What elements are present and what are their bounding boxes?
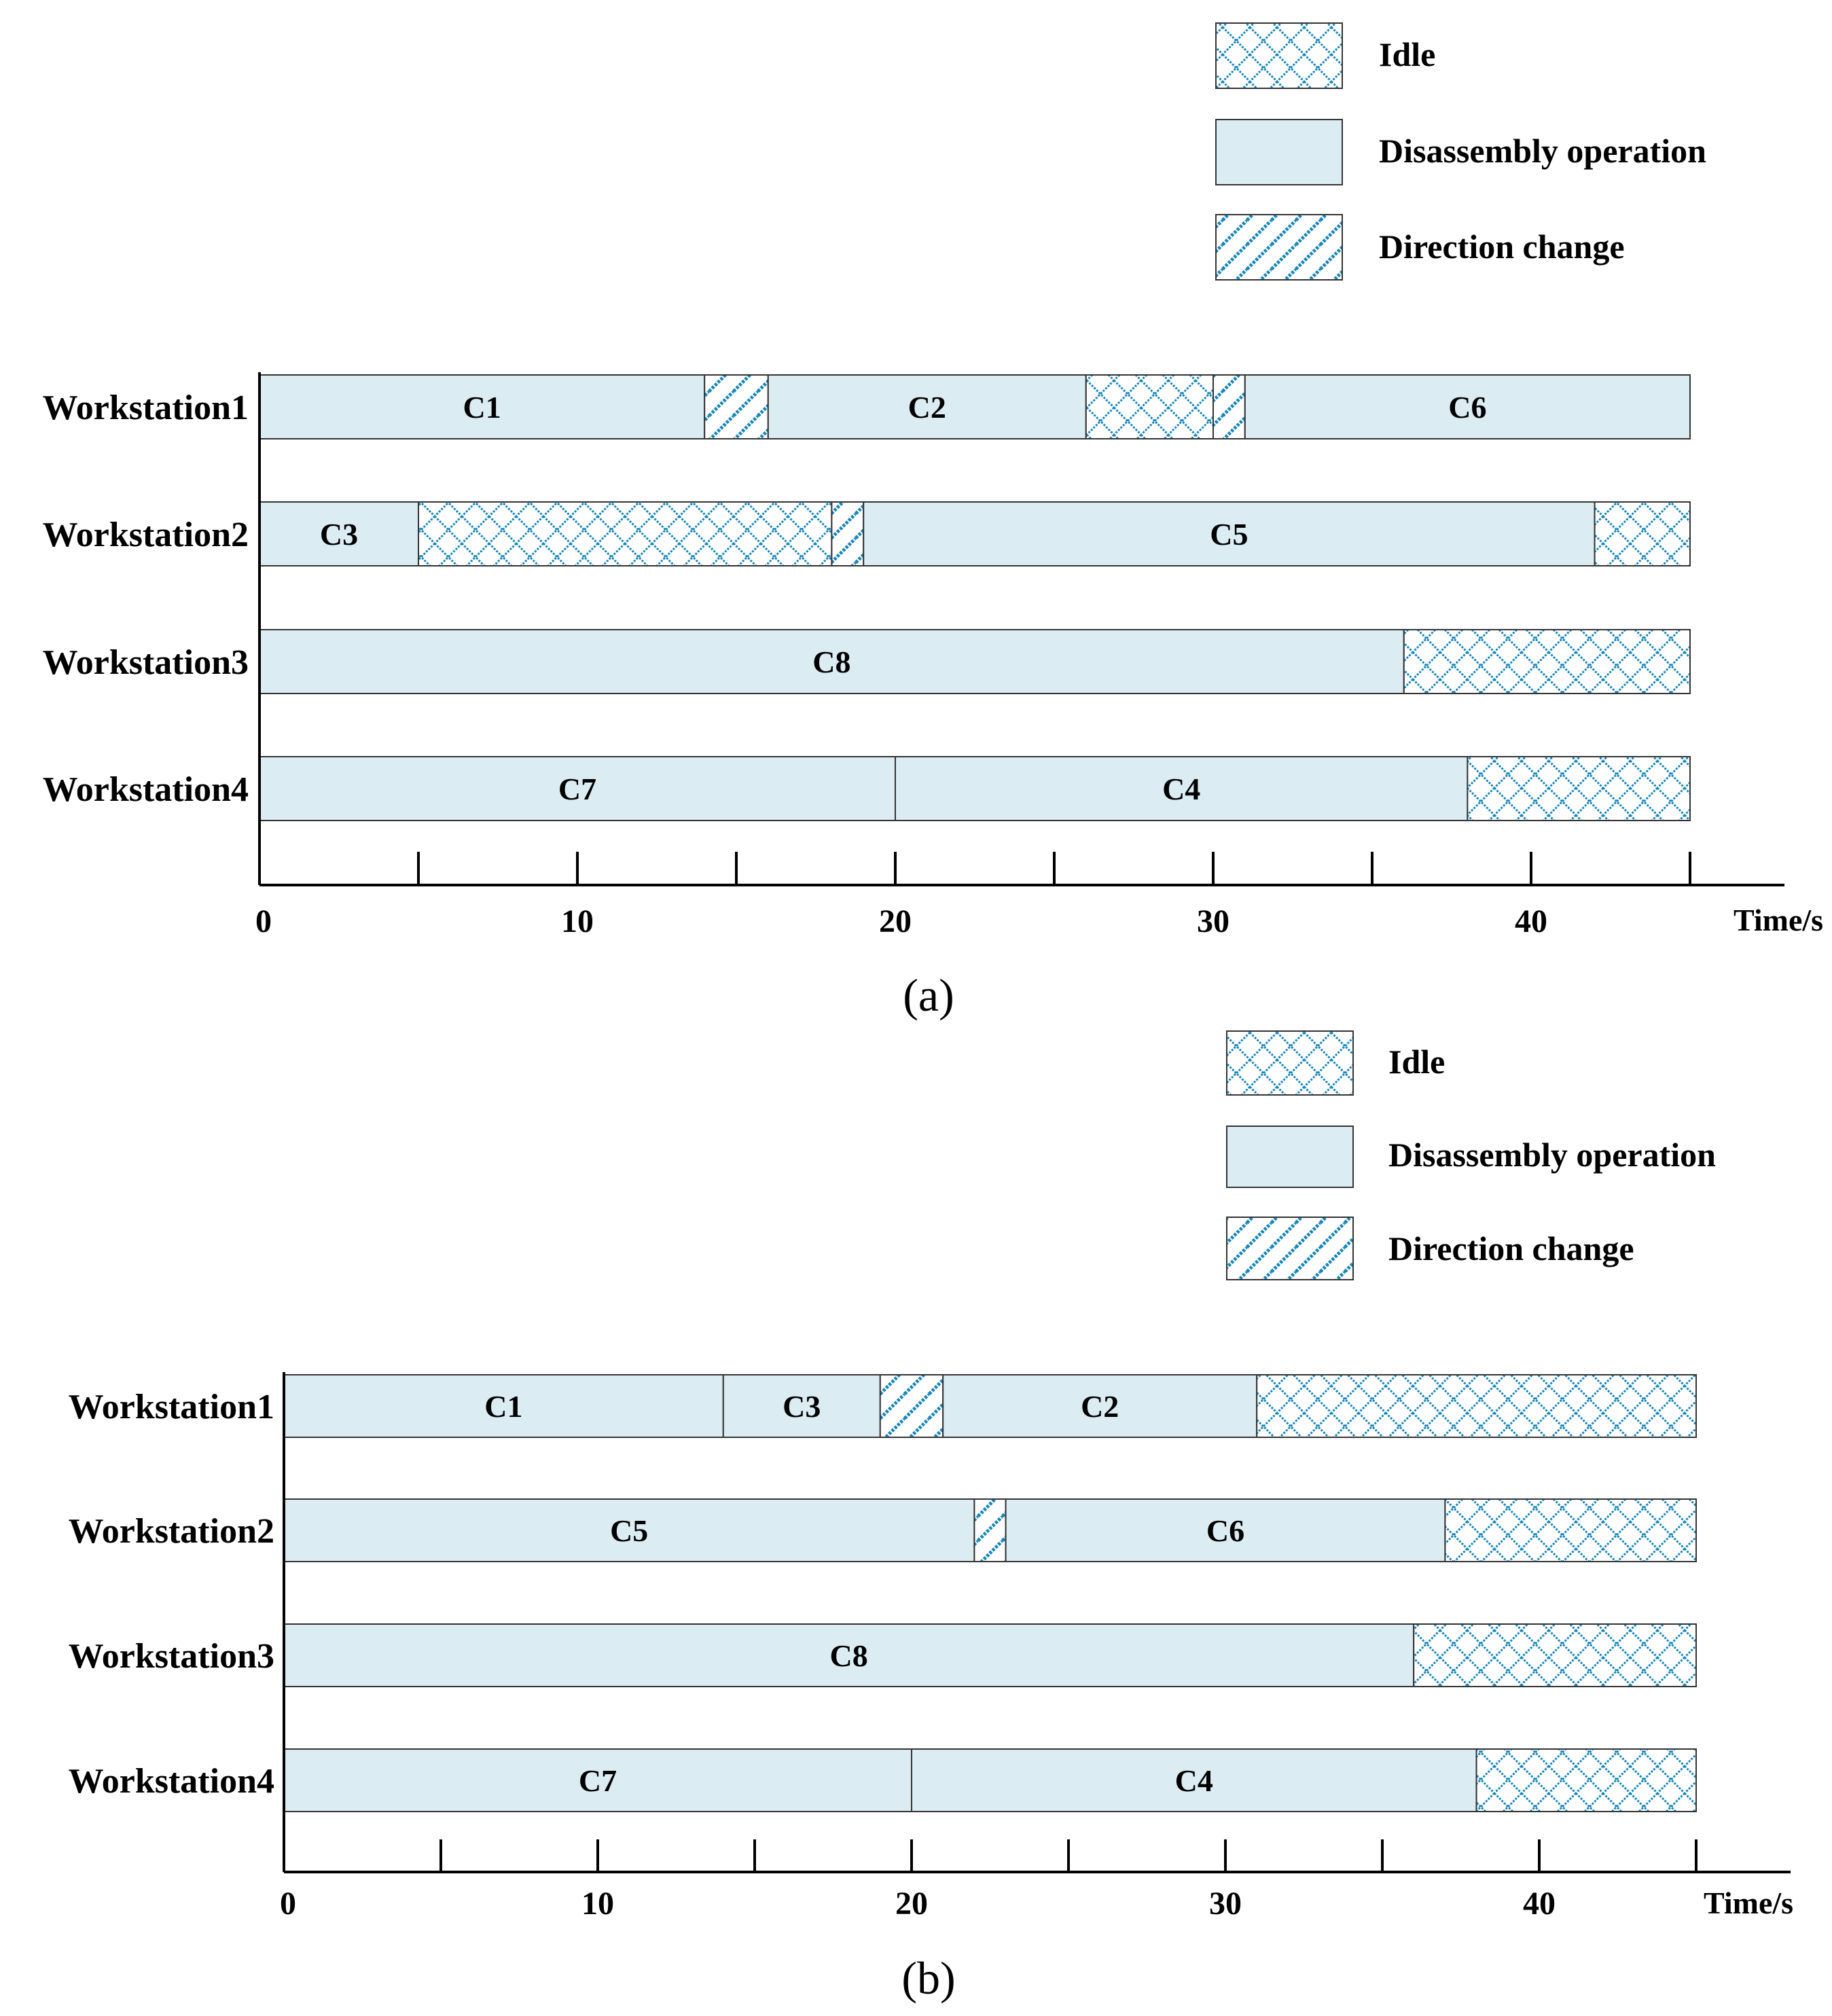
x-tick-label: 20 (895, 1886, 928, 1922)
x-axis-b: 0 10 20 30 40 (280, 1372, 1791, 1922)
legend-b: Idle Disassembly operation Direction cha… (1226, 1030, 1716, 1280)
gantt-row: Workstation1 C1 C3 C2 (69, 1374, 1697, 1438)
x-axis-label-b: Time/s (1704, 1886, 1793, 1920)
gantt-row: Workstation3 C8 (69, 1623, 1697, 1687)
direction-segment (1213, 374, 1246, 439)
x-tick-label: 0 (280, 1886, 296, 1922)
x-tick-label: 10 (581, 1886, 614, 1922)
idle-segment (1475, 1748, 1698, 1812)
operation-segment (259, 374, 706, 439)
gantt-row: Workstation4 C7 C4 (43, 756, 1691, 821)
row-label: Workstation3 (43, 643, 249, 682)
x-tick-label: 40 (1523, 1886, 1556, 1922)
segment-label: C5 (1210, 517, 1248, 552)
gantt-row: Workstation2 C5 C6 (69, 1498, 1697, 1562)
legend-direction-swatch (1226, 1217, 1354, 1280)
legend-operation-swatch (1215, 119, 1343, 185)
segment-label: C4 (1162, 772, 1200, 806)
x-tick-label: 30 (1209, 1886, 1242, 1922)
operation-segment (767, 374, 1087, 439)
operation-segment (863, 501, 1596, 566)
legend-idle-swatch (1226, 1030, 1354, 1096)
direction-segment (831, 501, 865, 566)
direction-segment (879, 1374, 944, 1438)
segment-label: C7 (579, 1763, 617, 1798)
legend-idle-label: Idle (1388, 1043, 1445, 1081)
row-label: Workstation2 (69, 1512, 274, 1551)
segment-label: C2 (908, 390, 946, 425)
caption-b: (b) (901, 1952, 955, 2004)
panel-b: Idle Disassembly operation Direction cha… (69, 1030, 1793, 2004)
operation-segment (259, 501, 419, 566)
legend-operation-label: Disassembly operation (1379, 132, 1706, 170)
operation-segment (283, 1623, 1415, 1687)
row-label: Workstation1 (69, 1388, 274, 1426)
operation-segment (1005, 1498, 1446, 1562)
legend-operation-swatch (1226, 1126, 1354, 1188)
idle-segment (1467, 756, 1691, 821)
gantt-row: Workstation1 C1 C2 C6 (43, 374, 1691, 439)
segment-label: C3 (783, 1389, 821, 1424)
operation-segment (283, 1748, 912, 1812)
segment-label: C1 (463, 390, 501, 425)
idle-segment (1085, 374, 1215, 439)
legend-a: Idle Disassembly operation Direction cha… (1215, 22, 1706, 281)
x-tick-label: 0 (255, 903, 272, 939)
segment-label: C3 (320, 517, 358, 552)
idle-segment (418, 501, 833, 566)
operation-segment (911, 1748, 1477, 1812)
legend-idle-label: Idle (1379, 35, 1435, 73)
legend-direction-label: Direction change (1388, 1229, 1634, 1267)
x-axis-label-a: Time/s (1734, 903, 1823, 937)
legend-idle-swatch (1215, 22, 1343, 89)
idle-segment (1413, 1623, 1697, 1687)
idle-segment (1594, 501, 1691, 566)
operation-segment (259, 756, 896, 821)
legend-direction-swatch (1215, 214, 1343, 281)
row-label: Workstation3 (69, 1637, 274, 1676)
gantt-row: Workstation3 C8 (43, 629, 1691, 694)
row-label: Workstation4 (69, 1762, 274, 1801)
operation-segment (259, 629, 1405, 694)
row-label: Workstation2 (43, 516, 249, 554)
segment-label: C2 (1081, 1389, 1119, 1424)
segment-label: C6 (1448, 390, 1486, 425)
x-axis-a: 0 10 20 30 40 (255, 372, 1784, 939)
segment-label: C8 (829, 1638, 867, 1673)
caption-a: (a) (903, 969, 954, 1021)
operation-segment (722, 1374, 881, 1438)
segment-label: C7 (558, 772, 596, 806)
idle-segment (1256, 1374, 1697, 1438)
segment-label: C4 (1175, 1763, 1213, 1798)
idle-segment (1444, 1498, 1697, 1562)
segment-label: C6 (1206, 1513, 1244, 1548)
x-tick-label: 30 (1197, 903, 1229, 939)
segment-label: C5 (610, 1513, 648, 1548)
operation-segment (1244, 374, 1691, 439)
gantt-row: Workstation4 C7 C4 (69, 1748, 1698, 1812)
x-tick-label: 20 (879, 903, 912, 939)
direction-segment (704, 374, 769, 439)
legend-operation-label: Disassembly operation (1388, 1136, 1716, 1174)
direction-segment (973, 1498, 1007, 1562)
panel-a: Idle Disassembly operation Direction cha… (43, 22, 1823, 1021)
operation-segment (895, 756, 1469, 821)
segment-label: C1 (484, 1389, 522, 1424)
x-tick-label: 40 (1515, 903, 1547, 939)
legend-direction-label: Direction change (1379, 228, 1625, 266)
row-label: Workstation1 (43, 389, 249, 427)
segment-label: C8 (812, 645, 850, 679)
operation-segment (942, 1374, 1258, 1438)
x-tick-label: 10 (561, 903, 594, 939)
gantt-row: Workstation2 C3 C5 (43, 501, 1691, 566)
row-label: Workstation4 (43, 770, 249, 809)
idle-segment (1403, 629, 1691, 694)
